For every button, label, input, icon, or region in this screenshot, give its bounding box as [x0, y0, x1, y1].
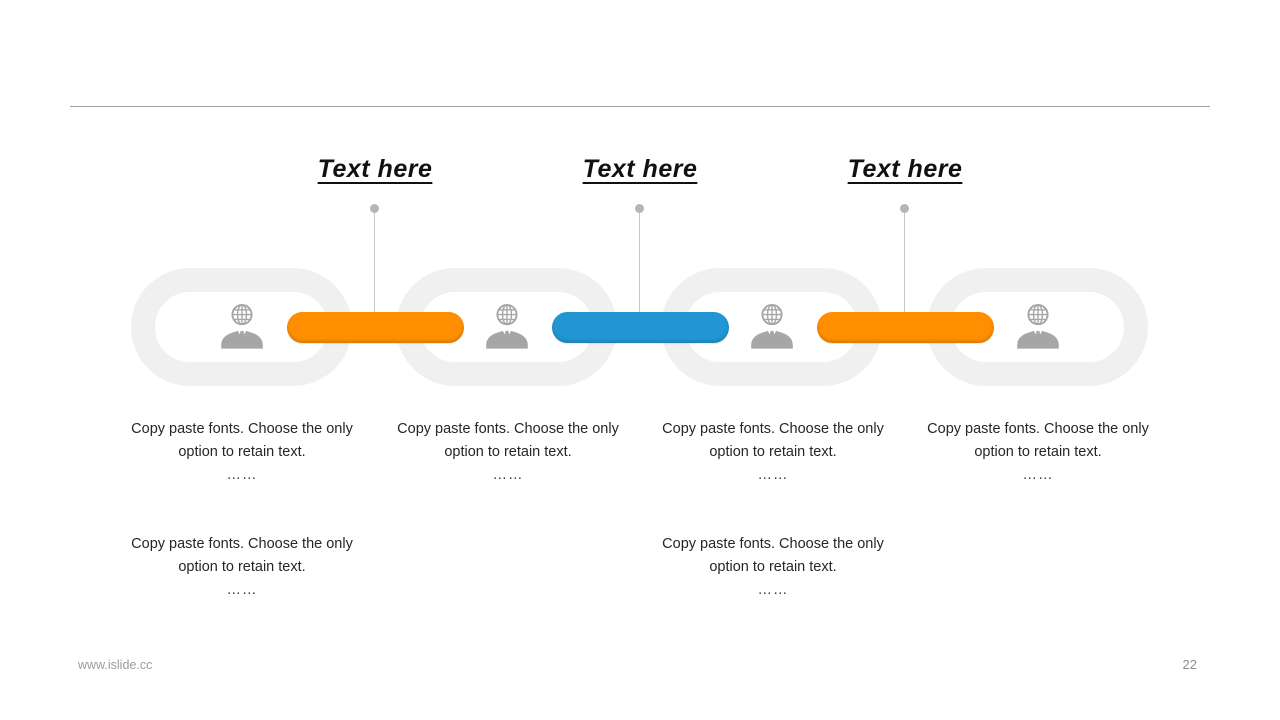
description-block: Copy paste fonts. Choose the only option…: [655, 418, 891, 487]
section-title-3: Text here: [847, 155, 963, 183]
connector-line-3: [904, 213, 905, 312]
description-block: Copy paste fonts. Choose the only option…: [124, 418, 360, 487]
description-body: Copy paste fonts. Choose the only option…: [131, 536, 353, 575]
footer-website-url: www.islide.cc: [78, 658, 153, 672]
description-ellipsis: ……: [492, 467, 524, 483]
connector-dot-1: [370, 204, 379, 213]
description-body: Copy paste fonts. Choose the only option…: [662, 536, 884, 575]
description-ellipsis: ……: [1022, 467, 1054, 483]
description-block: Copy paste fonts. Choose the only option…: [390, 418, 626, 487]
businessperson-globe-icon: [218, 303, 266, 351]
chain-connector-pill-2: [552, 312, 729, 343]
description-body: Copy paste fonts. Choose the only option…: [397, 421, 619, 460]
description-block: Copy paste fonts. Choose the only option…: [655, 533, 891, 602]
connector-line-2: [639, 213, 640, 312]
description-body: Copy paste fonts. Choose the only option…: [662, 421, 884, 460]
connector-line-1: [374, 213, 375, 312]
description-ellipsis: ……: [226, 467, 258, 483]
businessperson-globe-icon: [748, 303, 796, 351]
description-block: Copy paste fonts. Choose the only option…: [920, 418, 1156, 487]
chain-connector-pill-3: [817, 312, 994, 343]
section-title-1: Text here: [317, 155, 433, 183]
businessperson-globe-icon: [483, 303, 531, 351]
chain-connector-pill-1: [287, 312, 464, 343]
description-body: Copy paste fonts. Choose the only option…: [927, 421, 1149, 460]
section-title-2: Text here: [582, 155, 698, 183]
chain-link-3: [661, 268, 882, 386]
description-block: Copy paste fonts. Choose the only option…: [124, 533, 360, 602]
header-divider-line: [70, 106, 1210, 107]
description-ellipsis: ……: [226, 582, 258, 598]
description-body: Copy paste fonts. Choose the only option…: [131, 421, 353, 460]
connector-dot-3: [900, 204, 909, 213]
page-number: 22: [1182, 657, 1197, 672]
connector-dot-2: [635, 204, 644, 213]
description-ellipsis: ……: [757, 582, 789, 598]
description-ellipsis: ……: [757, 467, 789, 483]
businessperson-globe-icon: [1014, 303, 1062, 351]
